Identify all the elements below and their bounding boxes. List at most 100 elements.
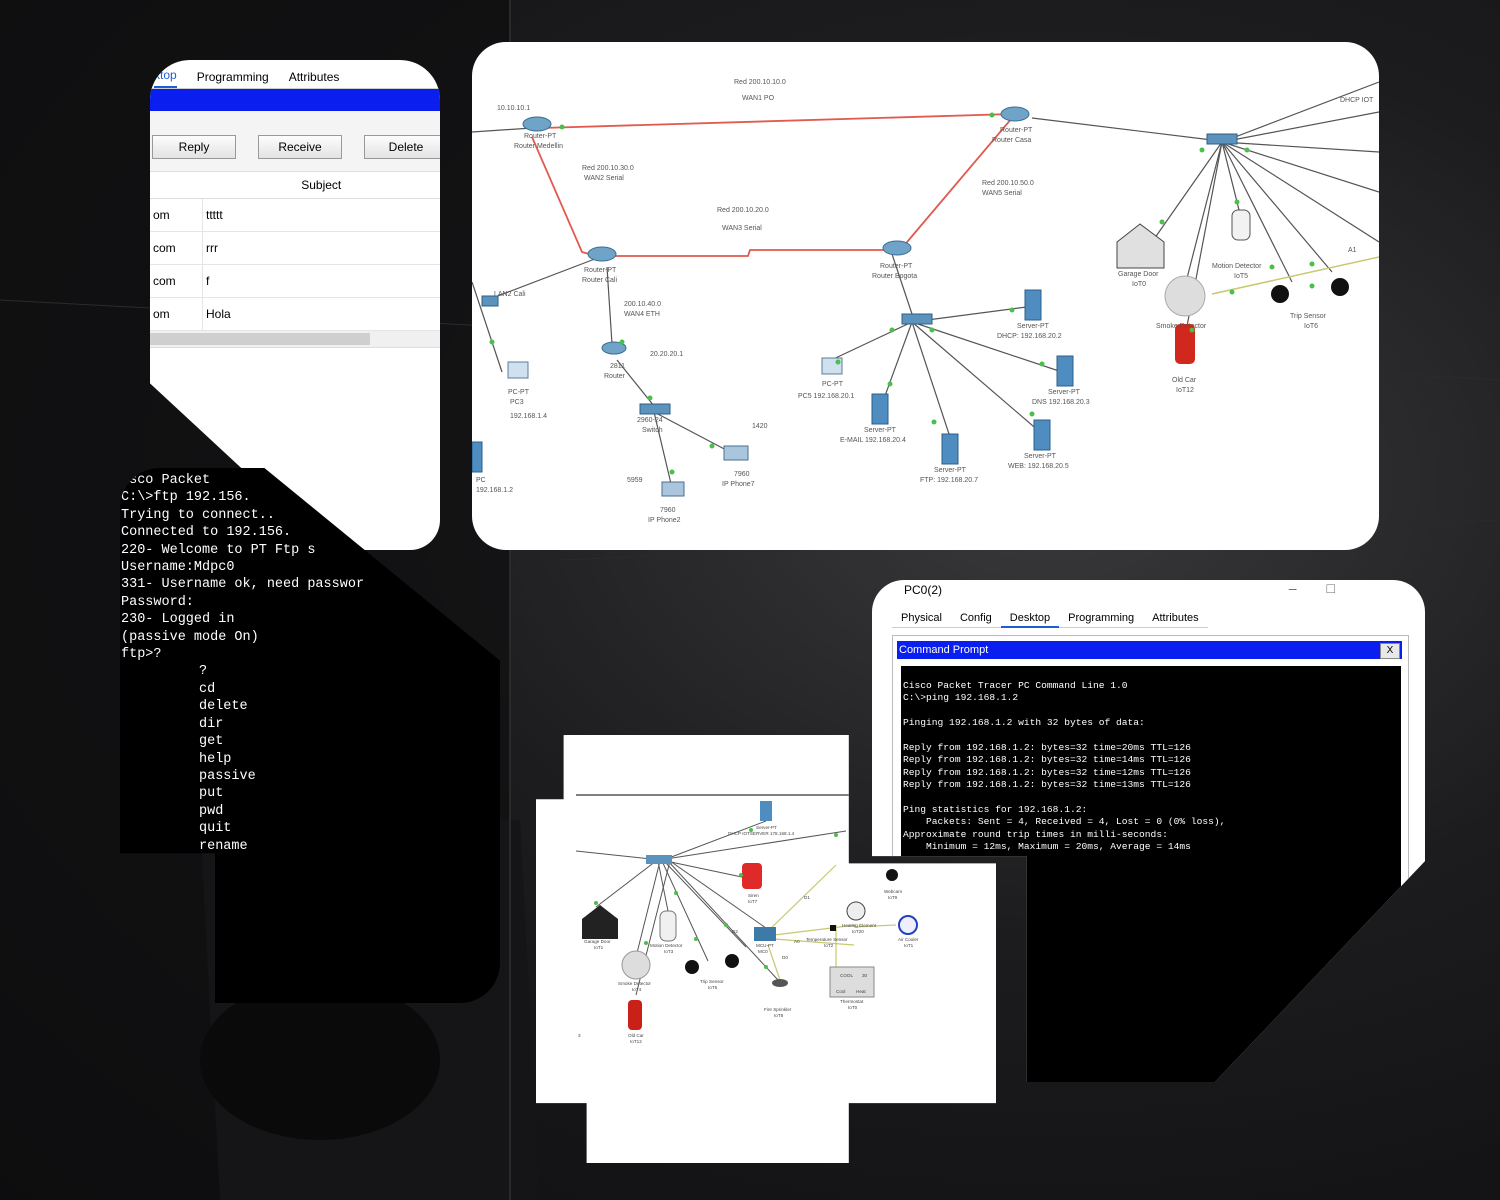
close-button[interactable]: X (1380, 643, 1400, 659)
ftp-command: put (199, 786, 224, 802)
thermostat-icon[interactable] (829, 966, 875, 998)
iot-status-dots (594, 828, 838, 969)
tab-desktop[interactable]: Desktop (1000, 610, 1060, 628)
label-smoke: Smoke Detector (618, 981, 651, 986)
horizontal-scrollbar[interactable] (150, 331, 440, 348)
iot-switch-icon[interactable] (646, 855, 672, 864)
console-line: Reply from 192.168.1.2: bytes=32 time=20… (903, 742, 1191, 753)
label-motion2: IoT3 (664, 949, 674, 954)
mail-from: com (150, 231, 203, 265)
router-casa-icon[interactable] (1000, 106, 1030, 122)
router-medellin-icon[interactable] (522, 116, 552, 132)
pc3-icon[interactable] (507, 361, 529, 379)
console-line: Approximate round trip times in milli-se… (903, 828, 1168, 840)
ftp-command: dir (199, 716, 224, 732)
tab-attributes[interactable]: Attributes (288, 70, 340, 84)
label-switchb: Switch (642, 427, 663, 434)
server-web-icon[interactable] (1033, 419, 1051, 451)
console-line: C:\>ping 192.168.1.2 (903, 692, 1019, 704)
old-car-icon[interactable] (628, 1000, 642, 1030)
receive-button[interactable]: Receive (258, 135, 342, 159)
label-a0: A0 (794, 939, 800, 944)
label-smoke2: IoT4 (632, 987, 642, 992)
switch-lan-icon[interactable] (481, 295, 499, 307)
tab-desktop[interactable]: ktop (154, 68, 177, 88)
siren-icon[interactable] (742, 863, 762, 889)
switch-bogota-icon[interactable] (901, 313, 933, 325)
server-dns-icon[interactable] (1056, 355, 1074, 387)
trip-sensor-icon-2[interactable] (725, 954, 739, 968)
label-motion: Motion Detector (650, 943, 683, 948)
tab-attributes[interactable]: Attributes (1143, 610, 1208, 628)
tab-physical[interactable]: Physical (892, 610, 951, 628)
link-status-dots (489, 112, 1315, 475)
label-srv-ftp: Server-PT (934, 467, 967, 474)
iot-wire (1211, 256, 1379, 295)
label-thermo2: IoT0 (848, 1005, 858, 1010)
label-webcam: Webcam (884, 889, 902, 894)
label-mcu: MCU-PT (756, 943, 774, 948)
ftp-command: quit (199, 821, 232, 837)
trip-sensor-icon[interactable] (1271, 285, 1289, 303)
router-2811-icon[interactable] (601, 341, 627, 355)
label-trip2: IoT5 (708, 985, 718, 990)
phones (661, 445, 749, 497)
mcu-icon[interactable] (754, 927, 776, 941)
tab-programming[interactable]: Programming (196, 70, 269, 84)
label-srv-webb: WEB: 192.168.20.5 (1008, 463, 1069, 470)
terminal-line: C:\>ftp 192.156. (121, 490, 251, 506)
label-thermo: Thermostat (840, 999, 864, 1004)
scrollbar-thumb[interactable] (150, 333, 370, 345)
terminal-line: Connected to 192.156. (121, 525, 292, 541)
label-wan1b: WAN1 PO (742, 95, 775, 102)
wan3-link (607, 249, 892, 257)
smoke-detector-icon[interactable] (1164, 275, 1206, 317)
label-temp: Temperature Sensor (806, 937, 848, 942)
fire-sprinkler-icon[interactable] (772, 979, 788, 987)
server-dhcp-icon[interactable] (1024, 289, 1042, 321)
motion-detector-icon[interactable] (659, 910, 677, 942)
tab-programming[interactable]: Programming (1059, 610, 1144, 628)
wan-links (531, 113, 1013, 258)
console-line: Ping statistics for 192.168.1.2: (903, 804, 1088, 816)
motion-detector-icon[interactable] (1231, 209, 1251, 241)
reply-button[interactable]: Reply (152, 135, 236, 159)
old-car-icon[interactable] (1175, 324, 1195, 364)
label-three: 3 (578, 1033, 581, 1038)
router-cali-icon[interactable] (587, 246, 617, 262)
garage-door-icon[interactable] (1116, 223, 1165, 269)
tab-config[interactable]: Config (950, 610, 1001, 628)
router-bogota-icon[interactable] (882, 240, 912, 256)
switch-cali-icon[interactable] (639, 403, 671, 415)
garage-door-icon[interactable] (582, 905, 618, 939)
trip-sensor-icon-2[interactable] (1331, 278, 1349, 296)
delete-button[interactable]: Delete (364, 135, 440, 159)
server-left-icon[interactable] (472, 441, 483, 473)
ip-phone-icon[interactable] (723, 445, 749, 461)
iot-server-icon[interactable] (760, 801, 772, 821)
label-motion: Motion Detector (1212, 263, 1262, 270)
label-router-casa: Router-PT (1000, 127, 1033, 134)
label-car: Old Car (628, 1033, 644, 1038)
server-ftp-icon[interactable] (941, 433, 959, 465)
email-toolbar: Reply Receive Delete (150, 111, 440, 172)
label-router-bogota: Router-PT (880, 263, 913, 270)
air-cooler-icon[interactable] (898, 915, 918, 935)
trip-sensor-icon[interactable] (685, 960, 699, 974)
temperature-sensor-icon[interactable] (830, 925, 836, 931)
heating-element-icon[interactable] (846, 901, 866, 921)
server-mail-icon[interactable] (871, 393, 889, 425)
ip-phone2-icon[interactable] (661, 481, 685, 497)
console-line: Reply from 192.168.1.2: bytes=32 time=14… (903, 754, 1191, 766)
ftp-command: pwd (199, 803, 224, 819)
iot-diagram: Server-PT DHCP IOTSERVER 178.168.1.4 Gar… (575, 794, 919, 1044)
smoke-detector-icon[interactable] (621, 950, 651, 980)
window-controls[interactable]: –□ (1288, 580, 1365, 596)
webcam-icon[interactable] (886, 869, 898, 881)
switch-iot-icon[interactable] (1206, 133, 1238, 145)
